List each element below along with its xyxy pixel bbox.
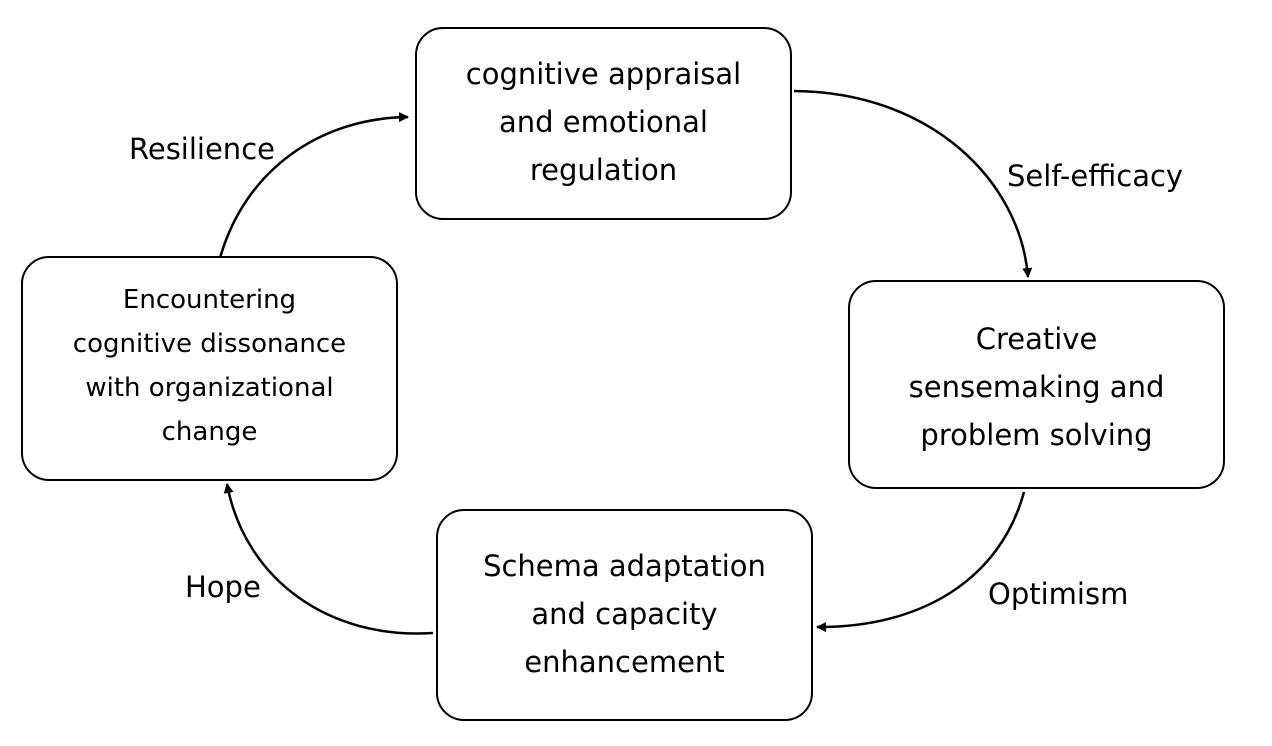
node-cognitive-appraisal: cognitive appraisal and emotional regula… <box>415 27 792 220</box>
node-cognitive-dissonance: Encountering cognitive dissonance with o… <box>21 256 398 481</box>
node-schema-adaptation-label: Schema adaptation and capacity enhanceme… <box>483 549 766 679</box>
node-creative-sensemaking-label: Creative sensemaking and problem solving <box>908 321 1165 452</box>
node-cognitive-appraisal-label: cognitive appraisal and emotional regula… <box>465 57 742 187</box>
arrow-left-to-top <box>218 112 409 259</box>
edge-label-self-efficacy: Self-efficacy <box>1007 159 1184 193</box>
edge-label-resilience: Resilience <box>129 132 275 166</box>
edge-label-optimism: Optimism <box>988 577 1129 611</box>
arrow-right-to-bottom <box>816 491 1026 633</box>
arrow-top-to-right <box>793 89 1033 278</box>
arrow-bottom-to-left <box>223 483 434 635</box>
node-creative-sensemaking: Creative sensemaking and problem solving <box>848 280 1225 489</box>
edge-label-hope: Hope <box>185 570 261 604</box>
node-cognitive-dissonance-label: Encountering cognitive dissonance with o… <box>72 285 347 447</box>
node-schema-adaptation: Schema adaptation and capacity enhanceme… <box>436 509 813 721</box>
